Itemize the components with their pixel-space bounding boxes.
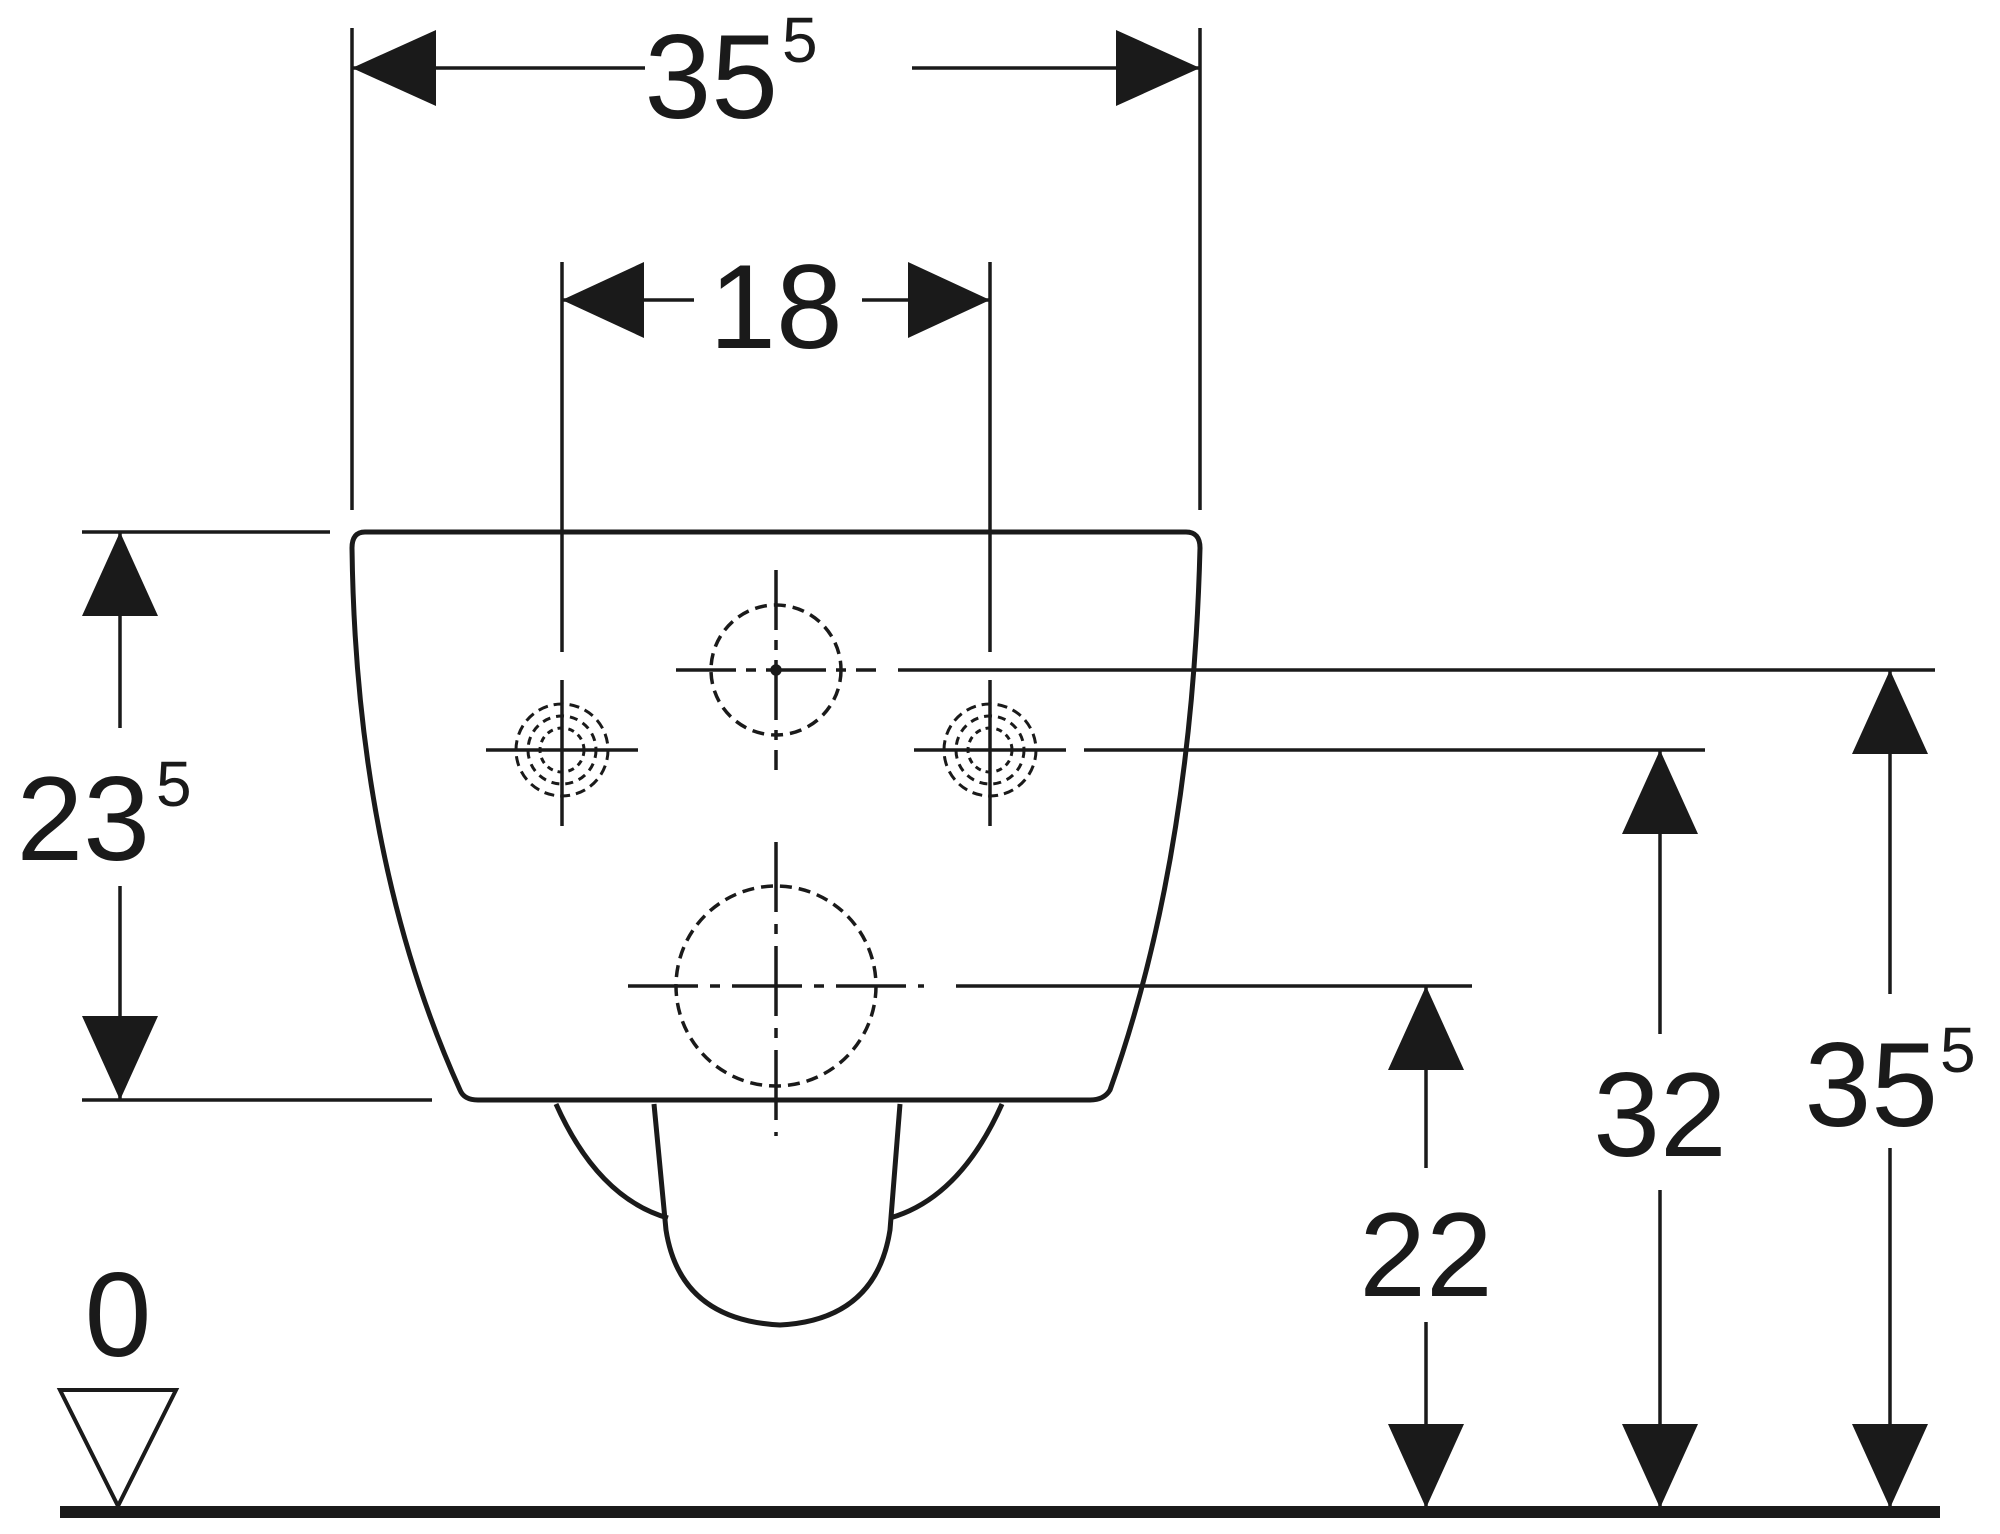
- right-fixing-hole: [914, 680, 1066, 826]
- dimension-label-waste-height: 22: [1359, 1188, 1492, 1322]
- left-fixing-hole: [486, 680, 638, 826]
- dimension-sup-supply-height: 5: [1940, 1014, 1976, 1086]
- dimension-supply-height: [1852, 670, 1928, 1512]
- floor-level-label: 0: [85, 1248, 152, 1382]
- dimension-label-fixing-height: 32: [1593, 1048, 1726, 1182]
- dimension-label-fixing-spacing: 18: [709, 240, 842, 374]
- floor-level-marker: [56, 1388, 180, 1511]
- dimension-waste-height: [1388, 986, 1464, 1512]
- dimension-label-overall-width: 35: [645, 10, 778, 144]
- extension-lines: [82, 28, 1935, 1102]
- dimension-body-height: [82, 532, 158, 1100]
- dimension-fixing-spacing: [562, 262, 990, 338]
- dimension-label-supply-height: 35: [1805, 1018, 1938, 1152]
- wc-pan-outline: [349, 529, 1203, 1328]
- dimension-fixing-height: [1622, 750, 1698, 1512]
- dimension-label-body-height: 23: [17, 752, 150, 886]
- waste-outlet-circle: [628, 842, 924, 1136]
- dimension-sup-overall-width: 5: [782, 4, 818, 76]
- supply-connection-circle: [676, 570, 876, 770]
- dimension-overall-width: [352, 30, 1200, 106]
- dimension-sup-body-height: 5: [156, 748, 192, 820]
